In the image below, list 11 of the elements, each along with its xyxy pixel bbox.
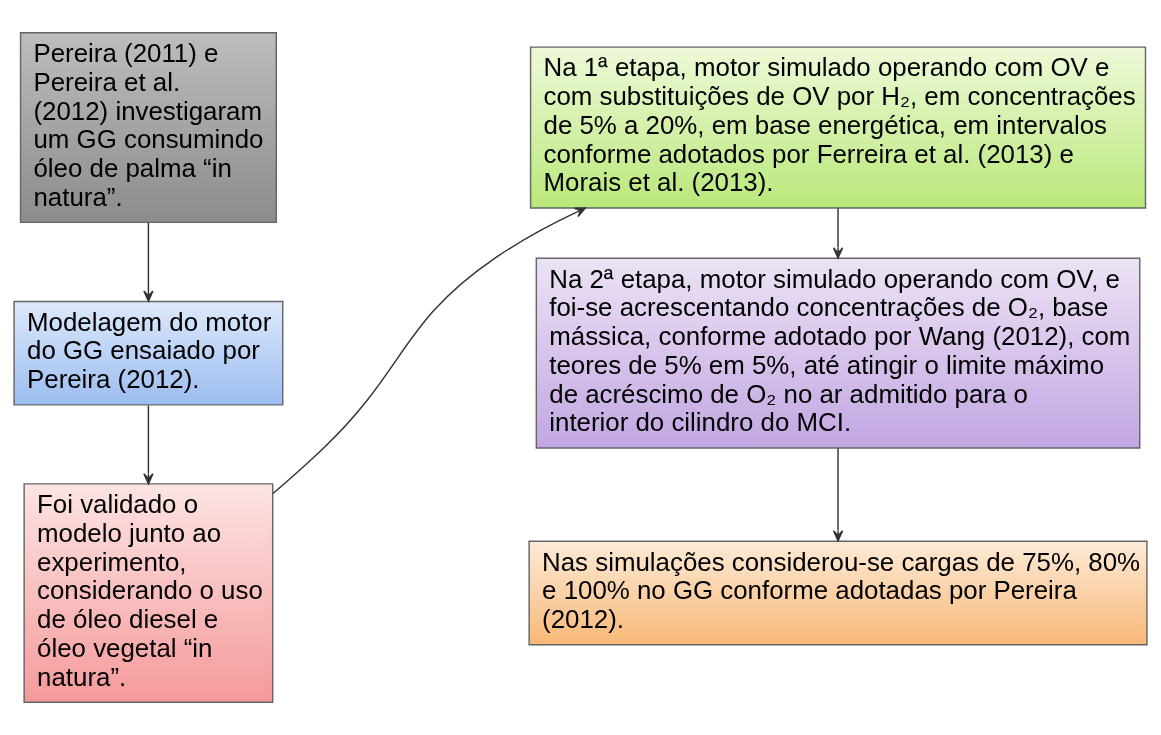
node-box: Na 2ª etapa, motor simulado operando com OV, e foi-se acrescentando concentrações de O₂, base mássica, conforme adotado por Wang (2012), com teores de 5% em 5%, até atingir o limite máximo de acréscimo de O₂ no ar admitido para o interior do cilindro do MCI. bbox=[535, 257, 1141, 449]
arrow bbox=[832, 207, 844, 259]
arrow bbox=[143, 404, 154, 485]
node-box: Pereira (2011) e Pereira et al. (2012) investigaram um GG consumindo óleo de palma “in natura”. bbox=[19, 32, 277, 224]
node-box: Foi validado o modelo junto ao experimento, considerando o uso de óleo diesel e óleo vegetal “in natura”. bbox=[23, 483, 274, 703]
arrow bbox=[143, 222, 154, 302]
arrow bbox=[832, 447, 844, 542]
arrow bbox=[272, 207, 587, 495]
node-box: Na 1ª etapa, motor simulado operando com OV e com substituições de OV por H₂, em concentrações de 5% a 20%, em base energética, em intervalos conforme adotados por Ferreira et al. (2013) e Morais et al. (2013). bbox=[529, 46, 1147, 209]
node-box: Nas simulações considerou-se cargas de 75%, 80% e 100% no GG conforme adotadas por Pereira (2012). bbox=[528, 540, 1148, 646]
node-box: Modelagem do motor do GG ensaiado por Pereira (2012). bbox=[13, 300, 284, 406]
